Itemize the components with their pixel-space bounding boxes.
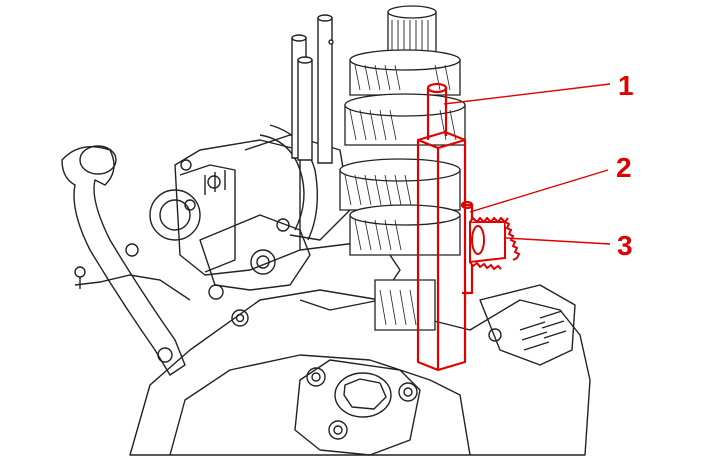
highlighted-gear bbox=[469, 216, 521, 271]
gearbox-housing bbox=[129, 124, 591, 456]
callout-1: 1 bbox=[618, 70, 634, 101]
lever-assembly bbox=[61, 145, 201, 376]
leader-line-1 bbox=[443, 83, 611, 105]
leader-line-2 bbox=[469, 169, 609, 213]
gear-stack bbox=[339, 5, 466, 331]
leader-line-3 bbox=[505, 237, 611, 245]
callout-3: 3 bbox=[617, 230, 633, 261]
callout-2: 2 bbox=[616, 152, 632, 183]
shift-rods bbox=[291, 14, 334, 164]
leader-lines bbox=[443, 83, 611, 245]
highlighted-shaft bbox=[416, 82, 474, 372]
